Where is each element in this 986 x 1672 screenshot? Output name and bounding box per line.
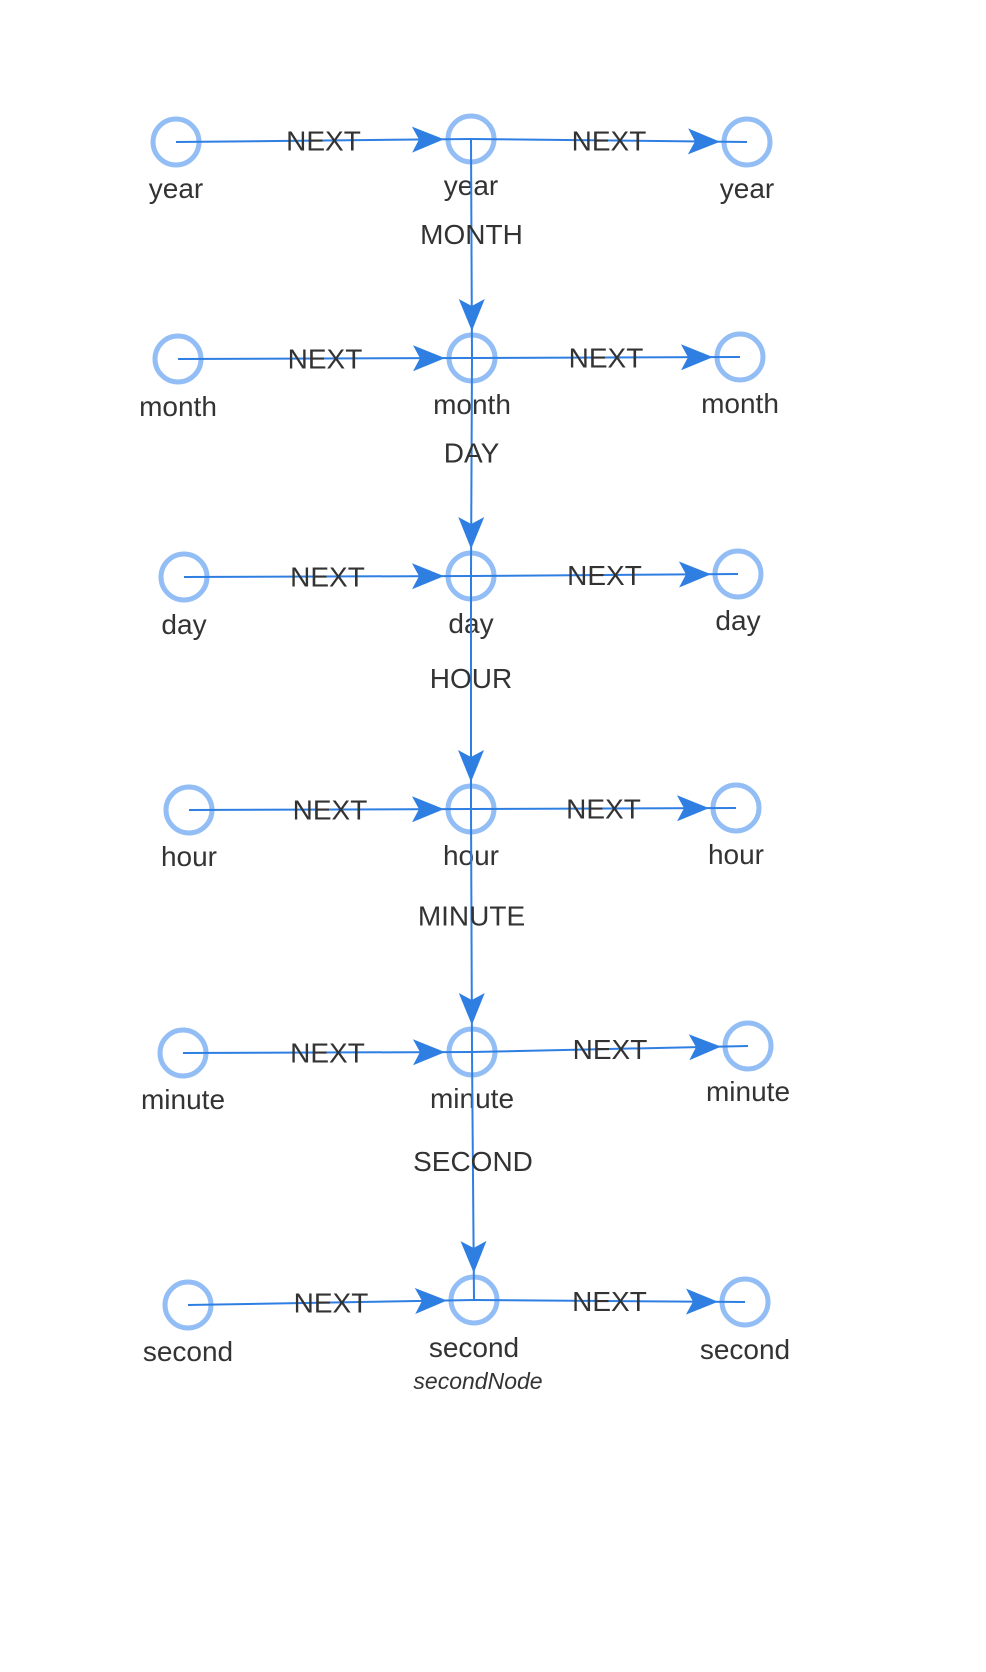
arrowhead-icon [685,1288,719,1315]
node-day_next[interactable]: day [712,548,764,636]
node-minute_next[interactable]: minute [706,1020,790,1107]
node-label: year [149,173,203,204]
node-month_prev[interactable]: month [139,333,217,422]
arrowhead-icon [687,128,721,155]
arrowhead-icon [458,298,485,332]
arrowhead-icon [411,796,445,823]
edge-month-to-day: DAY [444,357,500,577]
edge-day-to-hour: HOUR [430,576,512,809]
node-label: month [139,391,217,422]
node-label: year [720,173,774,204]
node-minute_prev[interactable]: minute [141,1027,225,1115]
edge-label: NEXT [572,126,647,157]
node-label: month [701,388,779,419]
edge-minute-to-minute_next: NEXT [471,1034,749,1065]
arrowhead-icon [411,563,445,590]
node-hour_prev[interactable]: hour [161,784,217,872]
node-label: second [143,1336,233,1367]
node-second[interactable]: second secondNode [413,1274,543,1394]
edges-layer: NEXT NEXT MONTH NEXT NEXT DAY NEXT NEXT HOUR NEXT… [175,126,749,1319]
arrowhead-icon [411,126,445,153]
node-hour_next[interactable]: hour [708,782,764,870]
edge-label: NEXT [290,1038,365,1069]
edge-hour-to-minute: MINUTE [418,808,525,1053]
node-label: day [715,605,760,636]
edge-day-to-day_next: NEXT [470,560,739,591]
arrowhead-icon [458,992,485,1026]
edge-label: NEXT [290,562,365,593]
edge-year_prev-to-year: NEXT [175,126,472,157]
edge-label: NEXT [294,1288,369,1319]
node-label: second [700,1334,790,1365]
arrowhead-icon [676,795,710,822]
edge-hour-to-hour_next: NEXT [470,794,737,825]
node-day_prev[interactable]: day [158,551,210,640]
node-label: minute [706,1076,790,1107]
arrowhead-icon [414,1288,448,1315]
edge-month_prev-to-month: NEXT [177,344,473,375]
arrowhead-icon [688,1034,722,1061]
node-year_next[interactable]: year [720,116,774,204]
edge-minute-to-second: SECOND [413,1051,533,1301]
node-label: day [161,609,206,640]
edge-year-to-month: MONTH [420,138,523,359]
arrowhead-icon [412,345,446,372]
edge-minute_prev-to-minute: NEXT [182,1038,473,1069]
edge-label: NEXT [566,794,641,825]
edge-label: MINUTE [418,901,525,932]
edge-second-to-second_next: NEXT [473,1286,746,1317]
edge-label: HOUR [430,663,512,694]
arrowhead-icon [678,561,712,588]
edge-label: NEXT [572,1286,647,1317]
arrowhead-icon [460,1240,487,1274]
edge-label: NEXT [567,560,642,591]
node-label: hour [161,841,217,872]
arrowhead-icon [458,516,485,550]
edge-label: NEXT [569,343,644,374]
edge-second_prev-to-second: NEXT [187,1288,475,1319]
node-year_prev[interactable]: year [149,116,203,204]
node-second_prev[interactable]: second [143,1279,233,1367]
edge-label: MONTH [420,219,523,250]
edge-label: NEXT [286,126,361,157]
node-month_next[interactable]: month [701,331,779,419]
edge-label: NEXT [293,795,368,826]
arrowhead-icon [458,750,484,782]
edge-label: DAY [444,438,500,469]
node-caption: secondNode [413,1368,542,1394]
edge-label: NEXT [573,1034,648,1065]
node-label: minute [141,1084,225,1115]
arrowhead-icon [412,1039,446,1066]
edge-label: SECOND [413,1146,533,1177]
node-label: second [429,1332,519,1363]
node-second_next[interactable]: second [700,1276,790,1365]
edge-hour_prev-to-hour: NEXT [188,795,472,826]
edge-year-to-year_next: NEXT [470,126,748,157]
edge-label: NEXT [288,344,363,375]
arrowhead-icon [680,344,714,371]
edge-day_prev-to-day: NEXT [183,562,472,593]
edge-month-to-month_next: NEXT [471,343,741,374]
node-label: hour [708,839,764,870]
